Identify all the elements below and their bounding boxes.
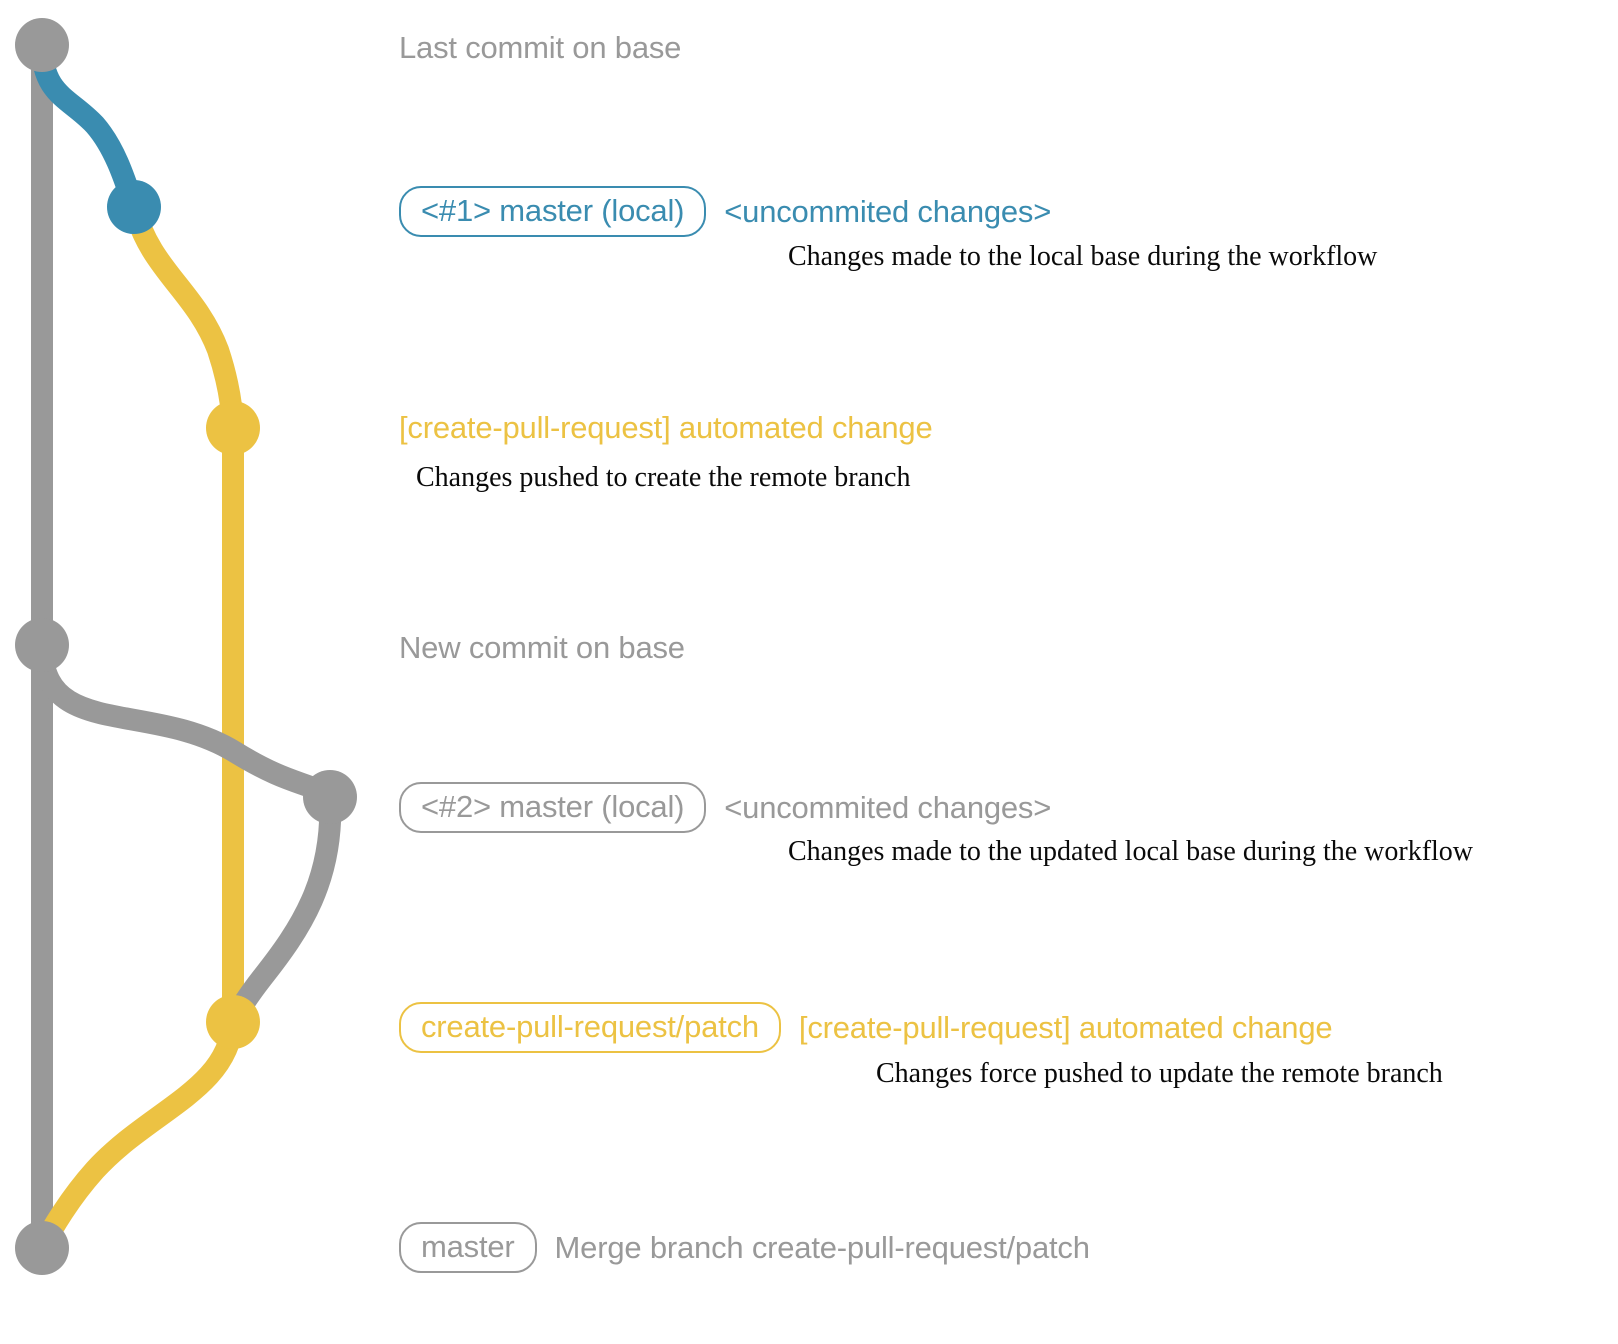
- node-base-top: [15, 18, 69, 72]
- node-patch-2: [206, 995, 260, 1049]
- headline-master-local-2: <uncommited changes>: [724, 790, 1052, 825]
- annotation-new-commit-on-base: New commit on base: [399, 632, 685, 663]
- headline-last-commit-on-base: Last commit on base: [399, 30, 682, 65]
- annotation-last-commit-on-base: Last commit on base: [399, 32, 681, 63]
- headline-automated-change-2: [create-pull-request] automated change: [798, 1010, 1333, 1045]
- annotation-merge-commit: master Merge branch create-pull-request/…: [399, 1222, 1090, 1273]
- node-merge: [15, 1221, 69, 1275]
- pill-master-local-1[interactable]: <#1> master (local): [399, 186, 707, 237]
- lane-patch2-to-merge: [31, 1011, 244, 1259]
- annotation-master-local-2: <#2> master (local) <uncommited changes>: [399, 782, 1051, 833]
- node-local-2: [303, 770, 357, 824]
- node-local-1: [107, 180, 161, 234]
- annotation-master-local-1: <#1> master (local) <uncommited changes>: [399, 186, 1051, 237]
- commit-nodes: [15, 18, 357, 1275]
- headline-merge-commit: Merge branch create-pull-request/patch: [554, 1230, 1090, 1265]
- lane-base-to-local2: [31, 634, 341, 808]
- node-patch-1: [206, 401, 260, 455]
- node-base-new: [15, 618, 69, 672]
- headline-new-commit-on-base: New commit on base: [399, 630, 685, 665]
- pill-master-local-2[interactable]: <#2> master (local): [399, 782, 707, 833]
- description-automated-change-2: Changes force pushed to update the remot…: [876, 1058, 1443, 1089]
- description-automated-change-1: Changes pushed to create the remote bran…: [416, 462, 911, 493]
- lane-local1-to-patch1: [123, 196, 244, 439]
- headline-master-local-1: <uncommited changes>: [724, 194, 1052, 229]
- annotation-automated-change-2: create-pull-request/patch [create-pull-r…: [399, 1002, 1333, 1053]
- git-graph: [15, 18, 357, 1275]
- pill-master[interactable]: master: [399, 1222, 537, 1273]
- description-master-local-2: Changes made to the updated local base d…: [788, 836, 1474, 867]
- lane-base-to-local1: [31, 34, 145, 218]
- annotation-automated-change-1: [create-pull-request] automated change: [399, 412, 933, 443]
- headline-automated-change-1: [create-pull-request] automated change: [399, 410, 933, 445]
- pill-create-pull-request-patch[interactable]: create-pull-request/patch: [399, 1002, 781, 1053]
- lane-local2-to-patch2: [222, 786, 342, 1033]
- description-master-local-1: Changes made to the local base during th…: [788, 241, 1378, 272]
